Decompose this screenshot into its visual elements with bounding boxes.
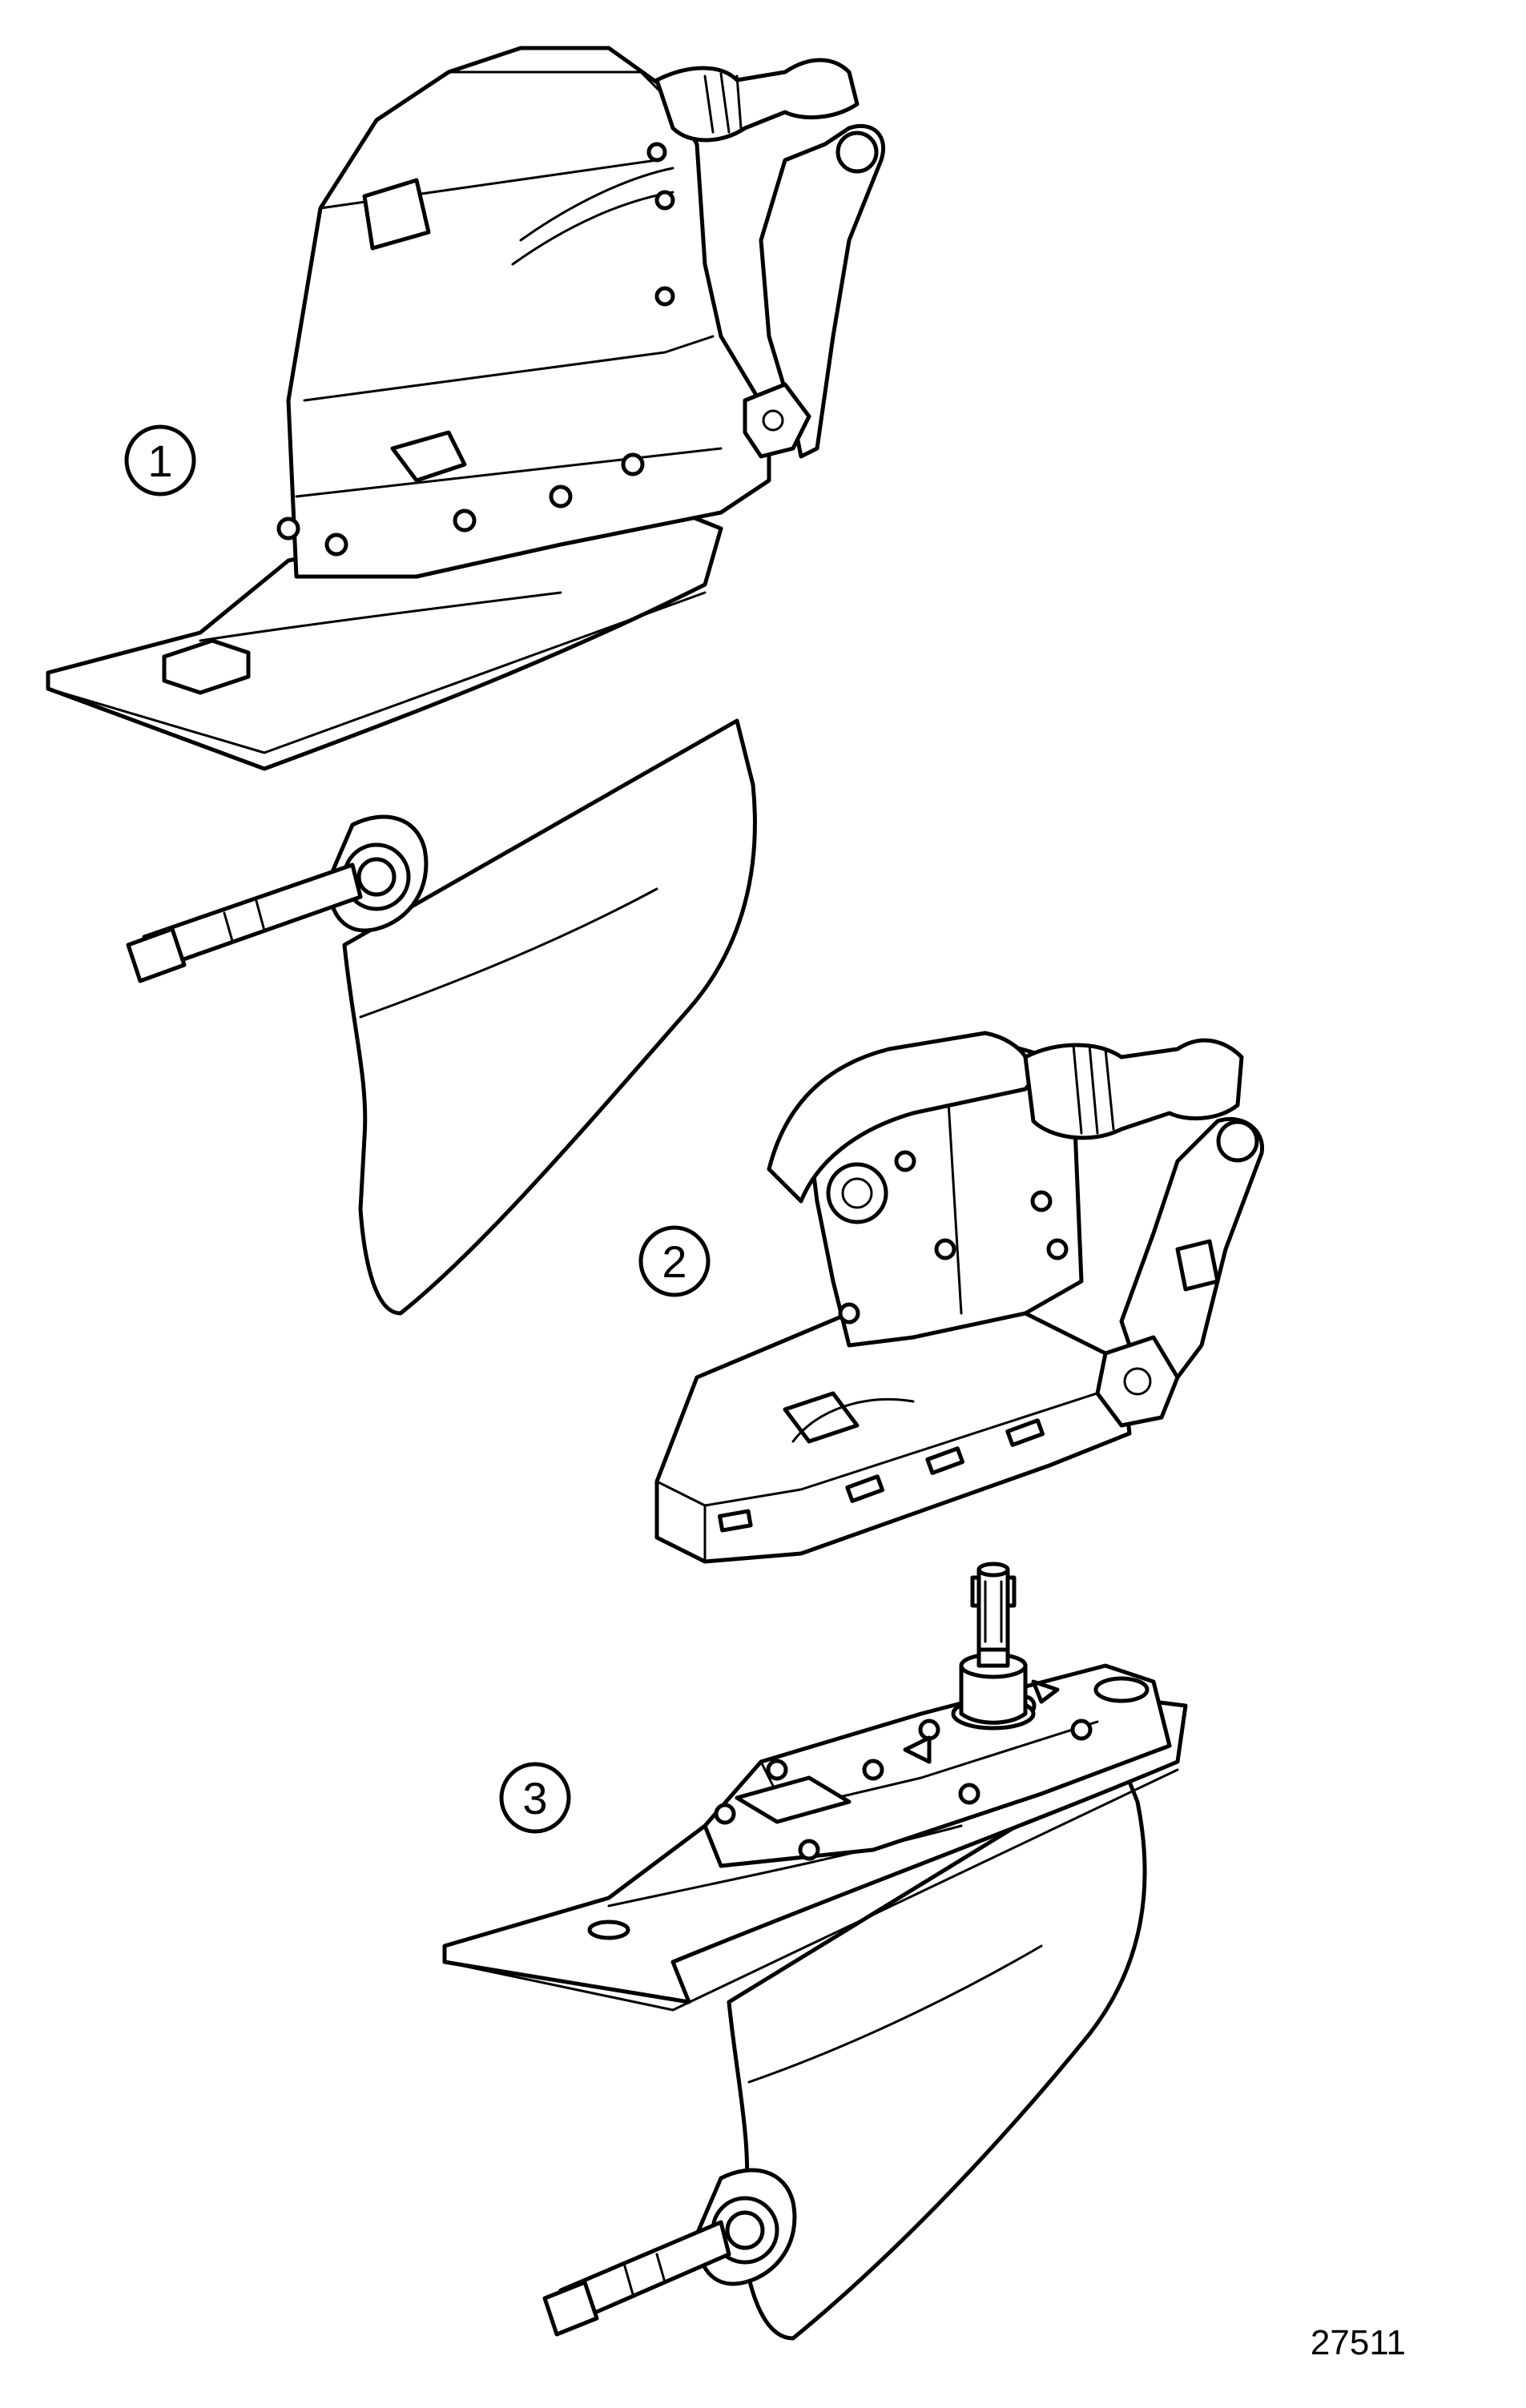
callout-3-circle — [499, 1762, 571, 1834]
callout-2-circle — [638, 1225, 711, 1297]
callout-1-label: 1 — [147, 436, 172, 486]
callout-2-label: 2 — [662, 1236, 686, 1287]
figure-number: 27511 — [1310, 2323, 1406, 2362]
upper-gear-unit-illustration — [654, 1031, 1264, 1564]
lower-gear-unit-illustration — [442, 1562, 1188, 2341]
callout-3: 3 — [499, 1762, 571, 1834]
callout-1-circle — [124, 424, 196, 496]
complete-sterndrive-illustration — [46, 46, 886, 1316]
callout-1: 1 — [124, 424, 196, 496]
callout-3-label: 3 — [522, 1773, 547, 1823]
callout-2: 2 — [638, 1225, 711, 1297]
